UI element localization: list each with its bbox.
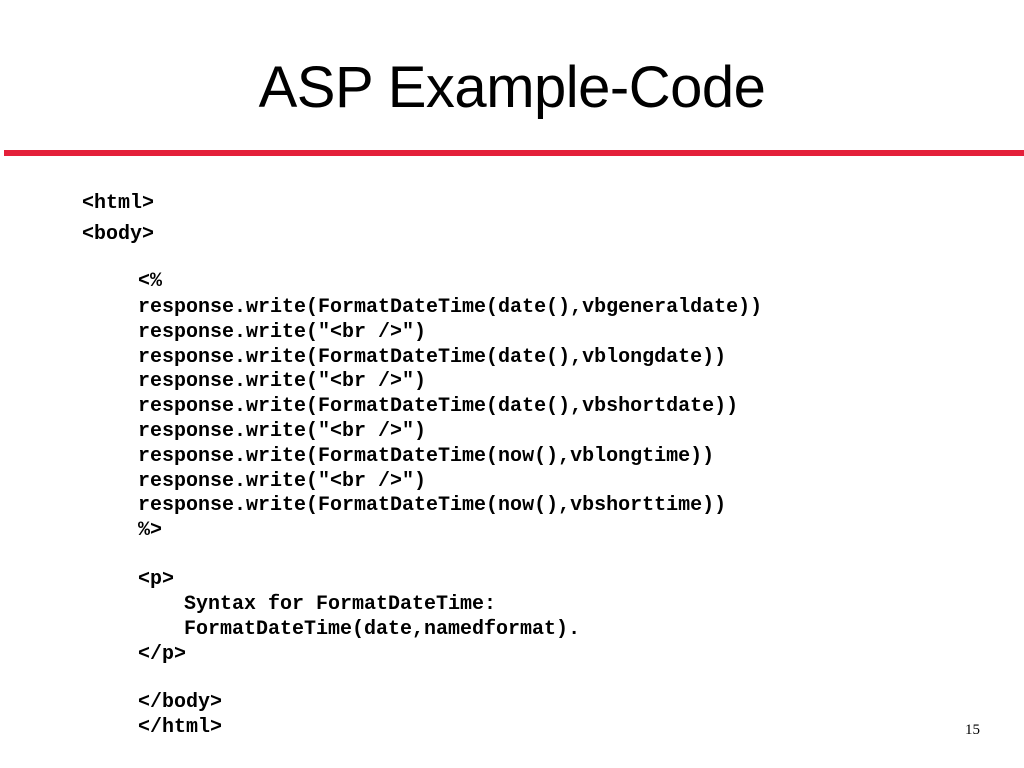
code-line: <html> xyxy=(82,192,155,215)
code-line: <% xyxy=(138,270,163,293)
code-line: </html> xyxy=(138,716,223,739)
code-block: <html> <body> <% response.write(FormatDa… xyxy=(0,0,762,739)
code-line: </p> xyxy=(138,643,187,666)
code-line: </body> xyxy=(138,691,223,714)
code-line: response.write(FormatDateTime(date(),vbs… xyxy=(138,395,739,418)
code-line: response.write("<br />") xyxy=(138,321,427,344)
code-line: response.write(FormatDateTime(now(),vblo… xyxy=(138,445,715,468)
code-line: response.write("<br />") xyxy=(138,470,427,493)
code-line: %> xyxy=(138,519,163,542)
slide-title: ASP Example-Code xyxy=(258,55,766,120)
code-line: response.write(FormatDateTime(date(),vbl… xyxy=(138,346,727,369)
code-line: <body> xyxy=(82,223,155,246)
code-line: Syntax for FormatDateTime: xyxy=(184,593,497,616)
code-line: response.write(FormatDateTime(now(),vbsh… xyxy=(138,494,727,517)
code-line: response.write("<br />") xyxy=(138,370,427,393)
code-line: FormatDateTime(date,namedformat). xyxy=(184,618,581,641)
code-line: response.write("<br />") xyxy=(138,420,427,443)
code-line: response.write(FormatDateTime(date(),vbg… xyxy=(138,296,763,319)
page-number: 15 xyxy=(965,722,980,738)
code-line: <p> xyxy=(138,568,175,591)
title-divider xyxy=(4,150,1024,156)
